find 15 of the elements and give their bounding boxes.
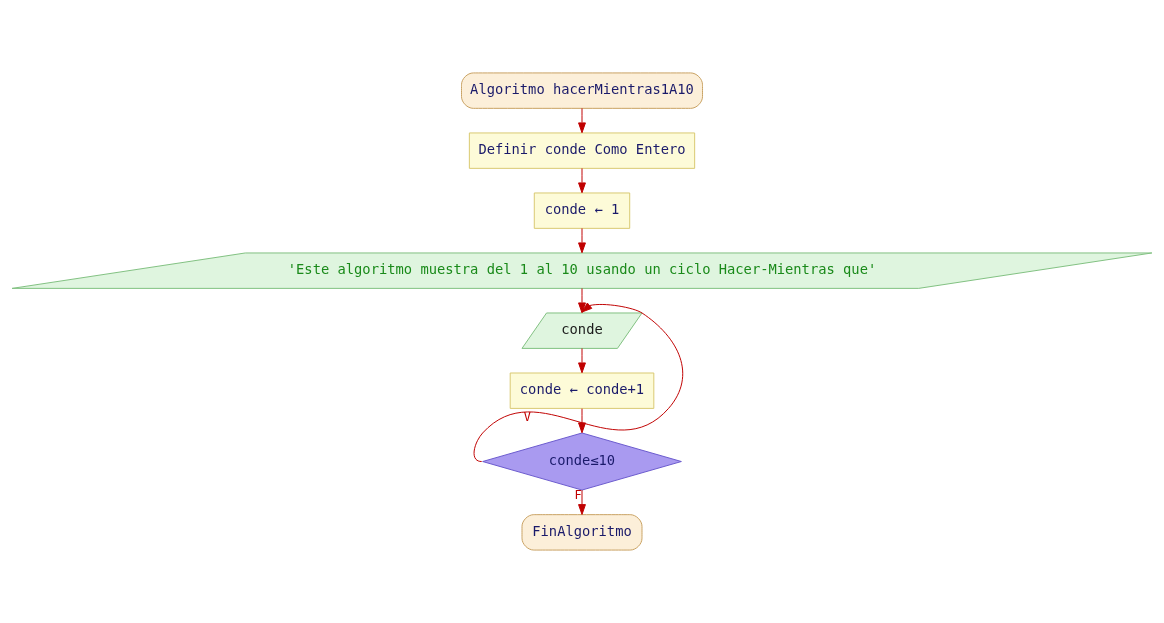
node-box: conde ← conde+1	[509, 372, 655, 409]
arrow	[578, 107, 586, 134]
node-diamond: conde≤10	[482, 432, 682, 491]
node-box: Definir conde Como Entero	[468, 132, 696, 169]
node-box: FinAlgoritmo	[521, 514, 643, 551]
node-box: Algoritmo hacerMientras1A10	[461, 72, 703, 109]
arrow	[578, 227, 586, 254]
arrow	[578, 489, 586, 515]
arrow	[578, 408, 586, 434]
arrow	[578, 167, 586, 194]
node-box: conde ← 1	[533, 192, 631, 229]
arrow	[578, 347, 586, 374]
arrow	[578, 287, 586, 314]
arrow	[473, 302, 684, 462]
edge-label: V	[523, 410, 531, 425]
